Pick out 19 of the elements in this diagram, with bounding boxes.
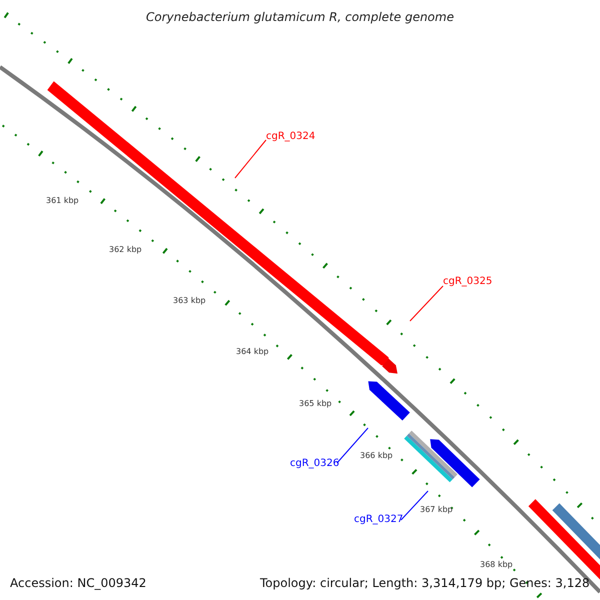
gene-label: cgR_0325 — [443, 276, 492, 287]
position-label: 365 kbp — [299, 399, 332, 408]
leader-line — [400, 490, 428, 520]
gene-label: cgR_0327 — [354, 514, 404, 525]
position-label: 367 kbp — [420, 505, 453, 514]
title: Corynebacterium glutamicum R, complete genome — [145, 10, 455, 24]
position-label: 362 kbp — [109, 245, 142, 254]
footer-text: Topology: circular; Length: 3,314,179 bp; Genes: 3,128 — [260, 576, 590, 590]
leader-line — [234, 140, 266, 178]
footer-text: Accession: NC_009342 — [10, 576, 146, 590]
position-label: 361 kbp — [46, 196, 79, 205]
leader-line — [336, 428, 368, 464]
position-label: 363 kbp — [173, 296, 206, 305]
leader-line — [410, 286, 444, 322]
position-label: 366 kbp — [360, 451, 393, 460]
gene-label: cgR_0326 — [290, 458, 340, 469]
position-label: 364 kbp — [236, 347, 269, 356]
gene-label: cgR_0324 — [266, 131, 316, 142]
position-label: 368 kbp — [480, 560, 513, 569]
